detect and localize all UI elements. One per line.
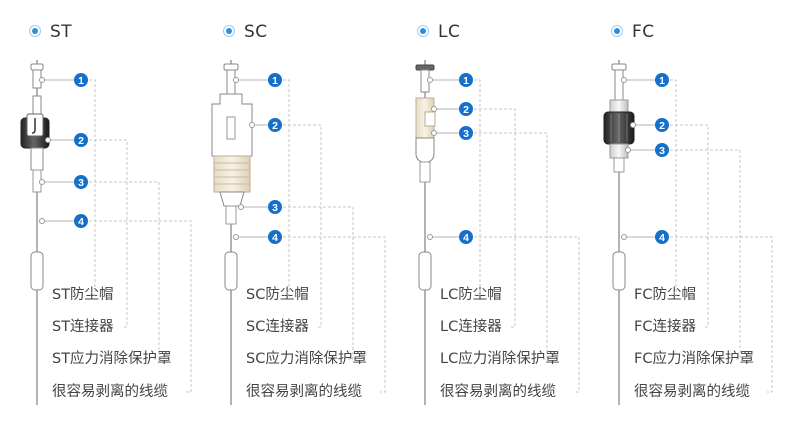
title-sc-text: SC bbox=[244, 22, 268, 42]
marker-st-1 bbox=[74, 73, 88, 87]
marker-lc-1-number: 1 bbox=[463, 75, 469, 87]
marker-lc-2 bbox=[459, 102, 473, 116]
title-st-text: ST bbox=[50, 22, 73, 42]
marker-sc-2 bbox=[268, 118, 282, 132]
marker-sc-1 bbox=[268, 73, 282, 87]
marker-lc-2-number: 2 bbox=[463, 104, 469, 116]
marker-fc-2 bbox=[655, 118, 669, 132]
label-fc-cable: 很容易剥离的线缆 bbox=[634, 384, 750, 400]
label-fc-connector: FC连接器 bbox=[634, 319, 696, 335]
marker-st-3-number: 3 bbox=[78, 177, 84, 189]
st-connector-illustration bbox=[20, 60, 50, 405]
marker-sc-4 bbox=[268, 230, 282, 244]
bullet-icon bbox=[614, 28, 620, 34]
title-st: ST bbox=[32, 22, 72, 42]
label-st-connector: ST连接器 bbox=[52, 319, 114, 335]
marker-fc-3 bbox=[655, 143, 669, 157]
label-st-cable: 很容易剥离的线缆 bbox=[52, 384, 168, 400]
label-sc-strain-relief: SC应力消除保护罩 bbox=[246, 351, 367, 367]
title-lc: LC bbox=[420, 22, 460, 42]
marker-st-3 bbox=[74, 175, 88, 189]
marker-pointer-lines bbox=[42, 79, 655, 238]
marker-sc-2-number: 2 bbox=[272, 120, 278, 132]
label-fc-dust-cap: FC防尘帽 bbox=[634, 287, 696, 303]
bullet-icon bbox=[32, 28, 38, 34]
label-sc-dust-cap: SC防尘帽 bbox=[246, 287, 309, 303]
marker-sc-1-number: 1 bbox=[272, 75, 278, 87]
bullet-icon bbox=[420, 28, 426, 34]
label-st-dust-cap: ST防尘帽 bbox=[52, 287, 114, 303]
marker-sc-3-number: 3 bbox=[272, 202, 278, 214]
marker-st-4 bbox=[74, 214, 88, 228]
marker-st-1-number: 1 bbox=[78, 75, 84, 87]
label-lc-cable: 很容易剥离的线缆 bbox=[440, 384, 556, 400]
marker-sc-4-number: 4 bbox=[272, 232, 278, 244]
label-sc-cable: 很容易剥离的线缆 bbox=[246, 384, 362, 400]
label-st-strain-relief: ST应力消除保护罩 bbox=[52, 351, 172, 367]
lc-connector-illustration bbox=[415, 60, 436, 405]
numbered-markers: 1 2 3 4 1 2 3 4 1 2 3 4 1 2 3 4 bbox=[74, 73, 669, 244]
title-fc: FC bbox=[614, 22, 655, 42]
marker-sc-3 bbox=[268, 200, 282, 214]
marker-lc-3-number: 3 bbox=[463, 128, 469, 140]
label-lc-strain-relief: LC应力消除保护罩 bbox=[440, 351, 560, 367]
title-fc-text: FC bbox=[632, 22, 655, 42]
marker-lc-4 bbox=[459, 230, 473, 244]
marker-lc-3 bbox=[459, 126, 473, 140]
label-lc-connector: LC连接器 bbox=[440, 319, 502, 335]
marker-fc-2-number: 2 bbox=[659, 120, 665, 132]
leader-lines bbox=[89, 79, 773, 393]
sc-connector-illustration bbox=[211, 60, 253, 405]
marker-fc-4 bbox=[655, 230, 669, 244]
title-lc-text: LC bbox=[438, 22, 461, 42]
marker-lc-4-number: 4 bbox=[463, 232, 469, 244]
marker-st-2-number: 2 bbox=[78, 135, 84, 147]
label-sc-connector: SC连接器 bbox=[246, 319, 309, 335]
bullet-icon bbox=[226, 28, 232, 34]
label-fc-strain-relief: FC应力消除保护罩 bbox=[634, 351, 754, 367]
marker-lc-1 bbox=[459, 73, 473, 87]
fc-connector-illustration bbox=[603, 60, 635, 405]
marker-st-2 bbox=[74, 133, 88, 147]
title-sc: SC bbox=[226, 22, 268, 42]
marker-fc-3-number: 3 bbox=[659, 145, 665, 157]
anchor-dots bbox=[39, 77, 636, 240]
marker-fc-4-number: 4 bbox=[659, 232, 665, 244]
marker-fc-1 bbox=[655, 73, 669, 87]
marker-st-4-number: 4 bbox=[78, 216, 84, 228]
marker-fc-1-number: 1 bbox=[659, 75, 665, 87]
label-lc-dust-cap: LC防尘帽 bbox=[440, 287, 502, 303]
